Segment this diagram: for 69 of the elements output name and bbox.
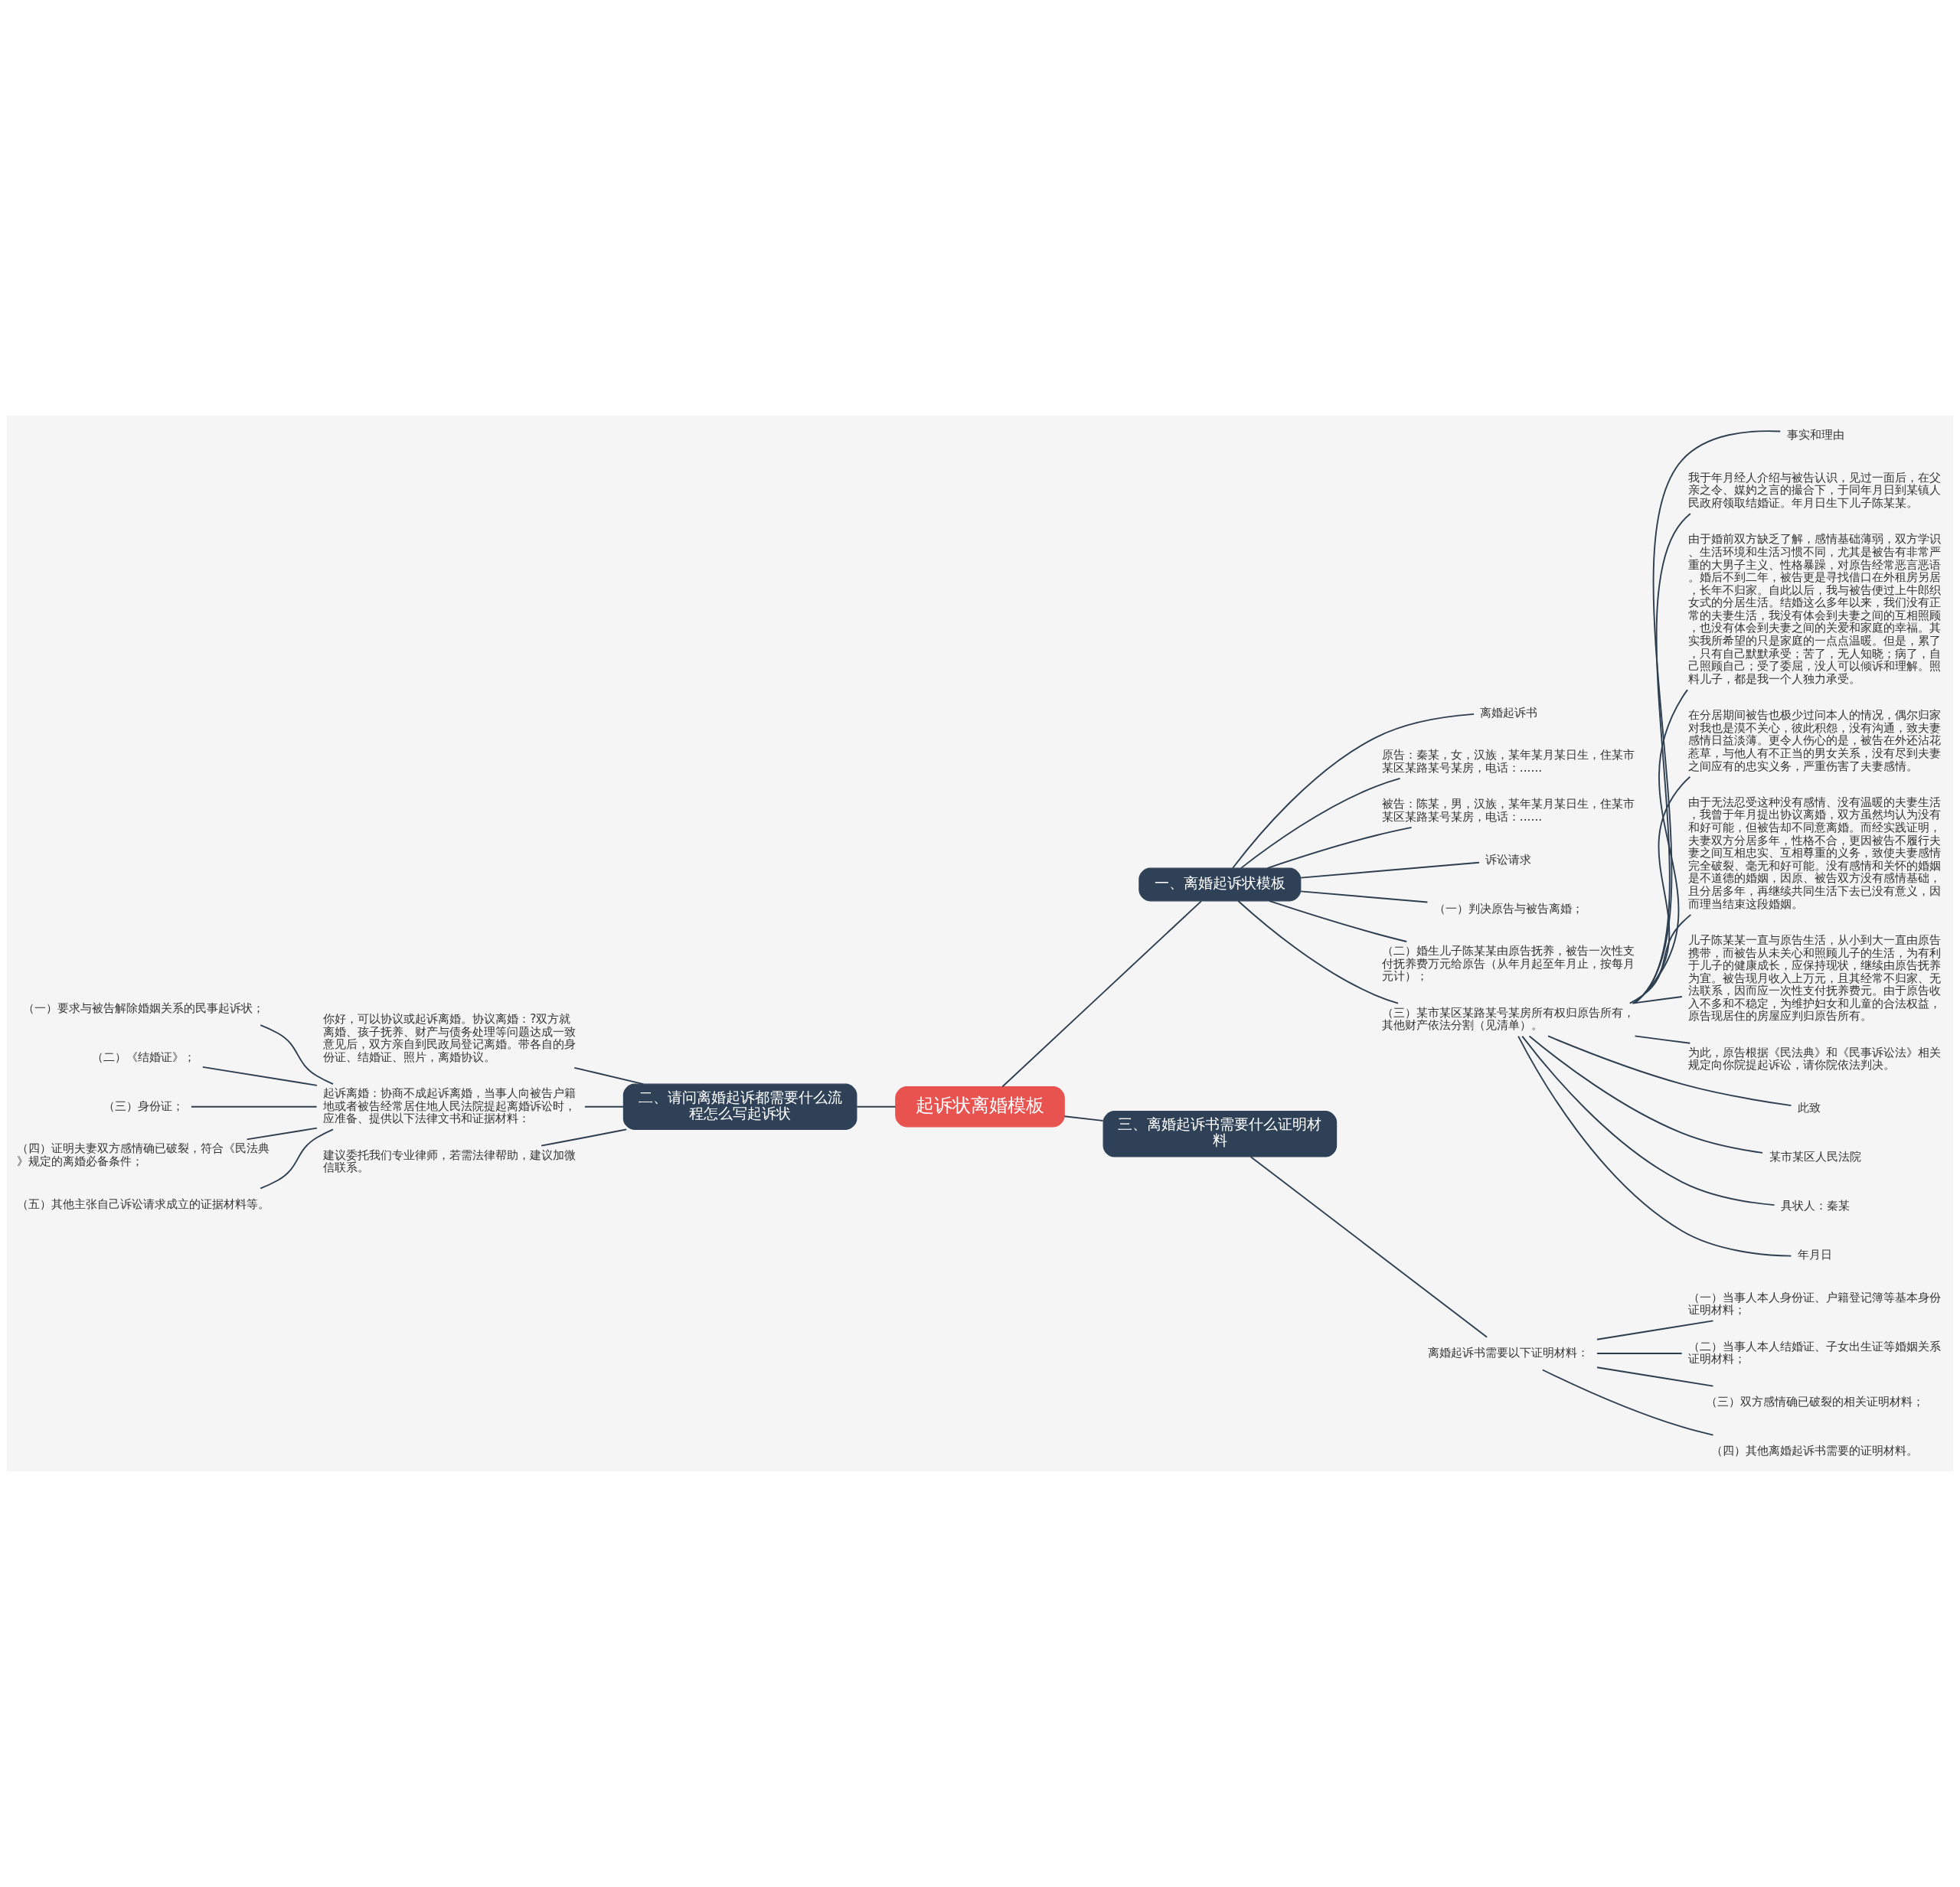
connector [541,1128,628,1147]
connector [1547,1035,1792,1107]
node-text: 在分居期间被告也极少过问本人的情况，偶尔归家对我也是漠不关心，彼此积怨，没有沟通，致夫妻感情日益淡薄。更令人伤心的是，被告在外还沾花惹草，与他人有不正当的男女关系，没有尽到夫妻之间应有的忠实义务，严重伤害了夫妻感情。 [1688,708,1942,773]
node-text: （三）双方感情确已破裂的相关证明材料； [1705,1394,1924,1409]
connector [856,1105,897,1108]
node-box: 三、离婚起诉书需要什么证明材料 [1102,1111,1338,1157]
node-text: （三）身份证； [103,1099,184,1113]
node-text: （二）《结婚证》； [92,1050,196,1064]
connector [1268,900,1408,942]
connector [1596,1366,1714,1387]
node-text: （二）婚生儿子陈某某由原告抚养，被告一次性支付抚养费万元给原告（从年月起至年月止，按每月元计）； [1381,944,1635,984]
node-text: 离婚起诉书需要以下证明材料： [1428,1346,1589,1360]
node-text: 由于婚前双方缺乏了解，感情基础薄弱，双方学识、生活环境和生活习惯不同，尤其是被告有非常严重的大男子主义、性格暴躁，对原告经常恶言恶语。婚后不到二年，被告更是寻找借口在外租房另居，长年不归家。自此以后，我与被告便过上牛郎织女式的分居生活。结婚这么多年以来，我们没有正常的夫妻生活，我没有体会到夫妻之间的互相照顾，也没有体会到夫妻之间的关爱和家庭的幸福。其实我所希望的只是家庭的一点点温暖。但是，累了，只有自己默默承受；苦了，无人知晓；病了，自己照顾自己；受了委屈，没人可以倾诉和理解。照料儿子，都是我一个人独力承受。 [1688,532,1942,686]
node-text: 我于年月经人介绍与被告认识，见过一面后，在父亲之令、媒妁之言的撮合下，于同年月日到某镇人民政府领取结婚证。年月日生下儿子陈某某。 [1688,470,1942,510]
connector [1300,861,1480,879]
node-text: 原告：秦某，女，汉族，某年某月某日生，住某市某区某路某号某房，电话：...... [1381,748,1635,775]
connector [201,1066,318,1086]
connector [1633,689,1688,1004]
node-text: 某市某区人民法院 [1769,1150,1861,1164]
node-text: 离婚起诉书 [1480,705,1538,720]
connector [1232,713,1475,869]
node-text: 被告：陈某，男，汉族，某年某月某日生，住某市某区某路某号某房，电话：...... [1381,797,1635,824]
connector [1250,1156,1488,1338]
node-text: （一）判决原告与被告离婚； [1433,901,1583,916]
node-text: （五）其他主张自己诉讼请求成立的证据材料等。 [16,1197,270,1211]
connector [1300,890,1429,903]
connector [1541,1369,1714,1436]
node-text: 建议委托我们专业律师，若需法律帮助，建议加微信联系。 [323,1148,577,1175]
connector [1596,1320,1714,1340]
connector [1063,1115,1104,1121]
node-text: （一）当事人本人身份证、户籍登记簿等基本身份证明材料； [1688,1290,1942,1317]
node-box: 一、离婚起诉状模板 [1138,867,1302,902]
node-text: （四）其他离婚起诉书需要的证明材料。 [1711,1443,1919,1458]
connector [1528,1035,1763,1154]
connector [1001,900,1202,1088]
node-text: （四）证明夫妻双方感情确已破裂，符合《民法典》规定的离婚必备条件； [16,1141,270,1169]
connector [584,1105,624,1108]
connector [246,1127,318,1141]
connector [1628,913,1692,1004]
node-text: 年月日 [1798,1248,1833,1262]
connector [1237,900,1400,1004]
connector [1633,430,1782,1004]
node-text: 儿子陈某某一直与原告生活，从小到大一直由原告携带，而被告从未关心和照顾儿子的生活，为有利于儿子的健康成长，应保持现状，继续由原告抚养为宜。被告现月收入上万元，且其经常不归家、无法联系，因而应一次性支付抚养费元。由于原告收入不多和不稳定，为维护妇女和儿童的合法权益，原告现居住的房屋应判归原告所有。 [1688,932,1942,1023]
node-text: （三）某市某区某路某号某房所有权归原告所有，其他财产依法分割（见清单）。 [1381,1005,1635,1033]
node-text: 起诉离婚：协商不成起诉离婚，当事人向被告户籍地或者被告经常居住地人民法院提起离婚诉讼时，应准备、提供以下法律文书和证据材料： [323,1086,577,1126]
connector [1266,827,1413,869]
node-text: 由于无法忍受这种没有感情、没有温暖的夫妻生活，我曾于年月提出协议离婚，双方虽然均认为没有和好可能，但被告却不同意离婚。而经实践证明，夫妻双方分居多年，性格不合，更因被告不履行夫妻之间互相忠实、互相尊重的义务，致使夫妻感情完全破裂、毫无和好可能。没有感情和关怀的婚姻是不道德的婚姻，因原、被告双方没有感情基础，且分居多年，再继续共同生活下去已没有意义，因而理当结束这段婚姻。 [1688,795,1942,911]
connector [1596,1353,1683,1354]
node-text: 此致 [1798,1101,1821,1115]
node-text: 具状人：秦某 [1781,1199,1851,1213]
connector [1632,996,1683,1004]
connector [260,1128,334,1190]
connector [573,1066,645,1086]
node-text: 诉讼请求 [1485,852,1532,867]
node-box: 起诉状离婚模板 [895,1086,1065,1128]
connector [1632,775,1691,1004]
node-text: （二）当事人本人结婚证、子女出生证等婚姻关系证明材料； [1688,1339,1942,1366]
connector [191,1105,318,1108]
node-text: 你好，可以协议或起诉离婚。协议离婚：?双方就离婚、孩子抚养、财产与债务处理等问题达成一致意见后，双方亲自到民政局登记离婚。带各自的身份证、结婚证、照片，离婚协议。 [323,1012,577,1064]
connector [1521,1035,1775,1206]
node-text: （一）要求与被告解除婚姻关系的民事起诉状； [22,1001,264,1015]
connector [1517,1035,1792,1257]
connector [1633,513,1691,1004]
connector [260,1024,334,1086]
connector [1240,777,1401,870]
node-box: 二、请问离婚起诉都需要什么流程怎么写起诉状 [622,1083,858,1130]
connector [1634,1035,1691,1044]
node-text: 事实和理由 [1786,428,1844,442]
node-text: 为此，原告根据《民法典》和《民事诉讼法》相关规定向你院提起诉讼，请你院依法判决。 [1688,1045,1942,1072]
